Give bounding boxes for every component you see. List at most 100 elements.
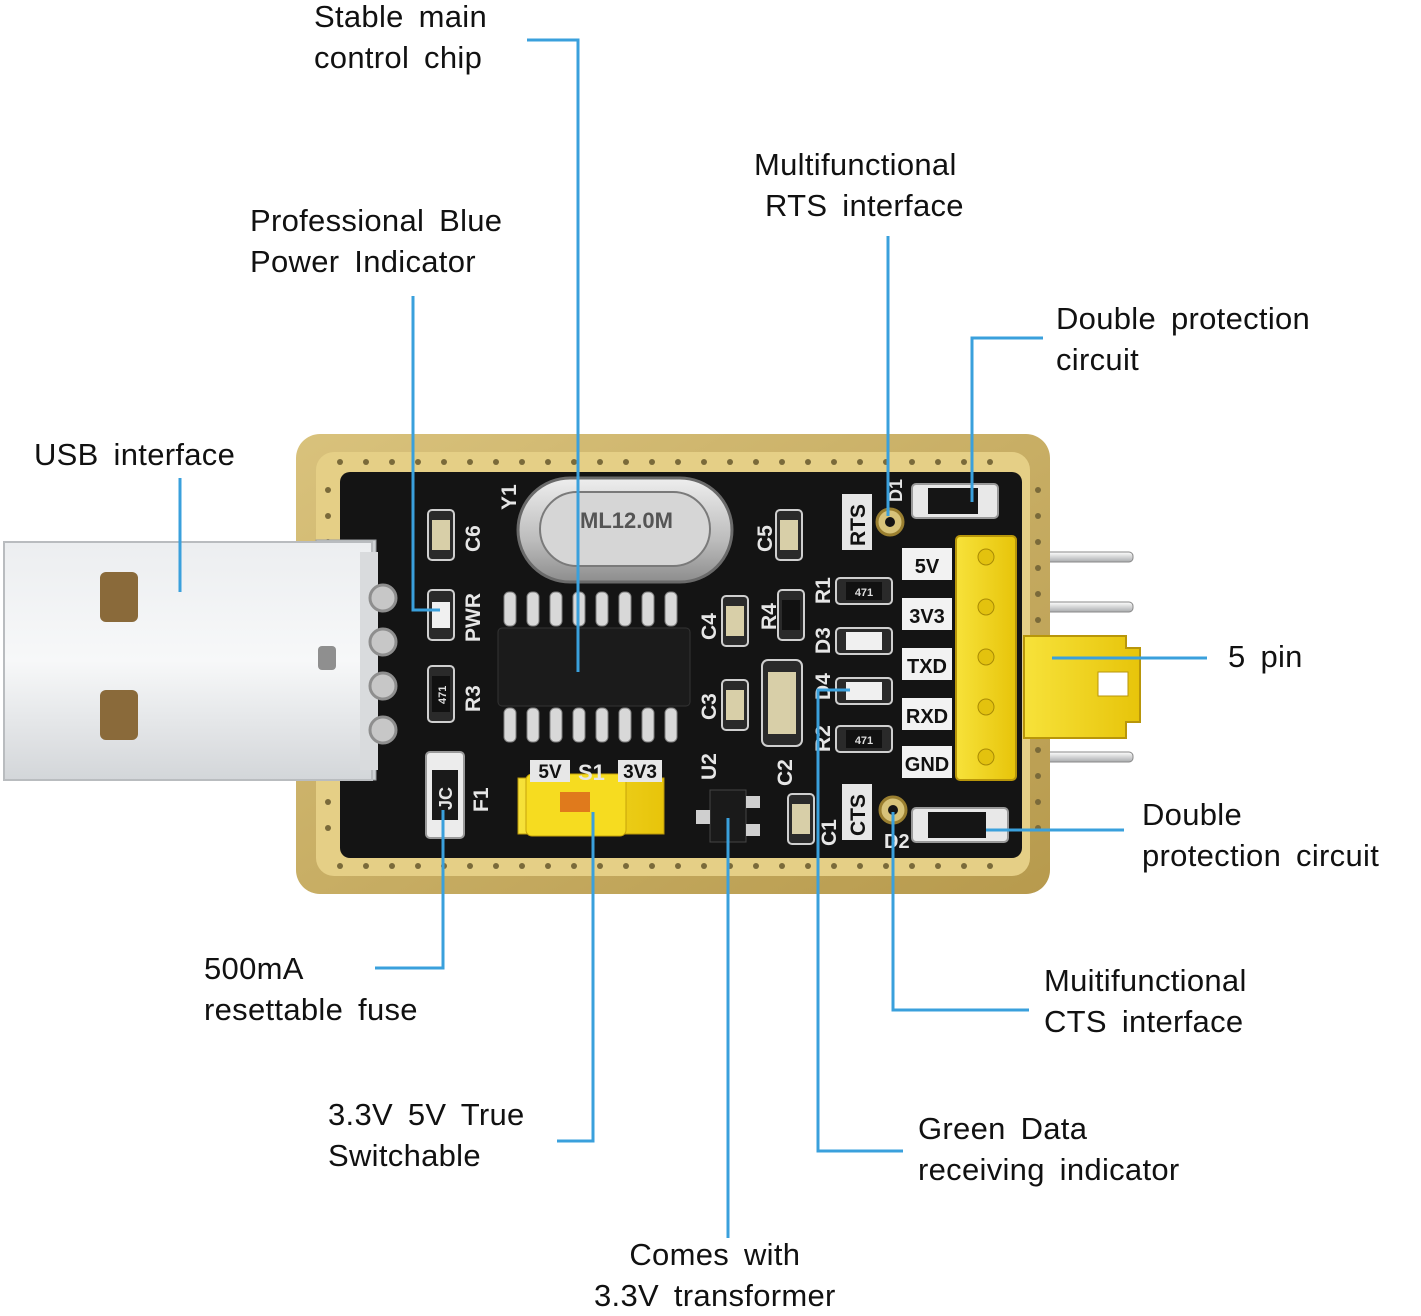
chip-pin bbox=[664, 707, 678, 743]
via bbox=[623, 459, 629, 465]
callout-rts-line2: RTS interface bbox=[765, 188, 964, 223]
chip-pin bbox=[664, 591, 678, 627]
callout-switchable: 3.3V 5V True Switchable bbox=[328, 1094, 525, 1176]
callout-green-data-line1: Green Data bbox=[918, 1111, 1088, 1146]
via bbox=[753, 459, 759, 465]
leader-green-data bbox=[816, 688, 903, 1153]
silk-r2: R2 bbox=[812, 725, 835, 752]
silk-c5: C5 bbox=[754, 525, 777, 552]
callout-cts: Muitifunctional CTS interface bbox=[1044, 960, 1247, 1042]
silk-r3: R3 bbox=[462, 685, 485, 712]
callout-fuse-line2: resettable fuse bbox=[204, 992, 418, 1027]
via bbox=[337, 863, 343, 869]
chip-pin bbox=[503, 591, 517, 627]
silk-c6: C6 bbox=[462, 525, 485, 552]
callout-transformer: Comes with 3.3V transformer bbox=[594, 1234, 836, 1316]
via bbox=[727, 459, 733, 465]
leader-protection-top bbox=[970, 336, 1043, 502]
via bbox=[779, 863, 785, 869]
silk-r1-value: 471 bbox=[855, 587, 873, 599]
via bbox=[415, 459, 421, 465]
via bbox=[701, 459, 707, 465]
via bbox=[649, 459, 655, 465]
via bbox=[753, 863, 759, 869]
via bbox=[857, 863, 863, 869]
chip-pin bbox=[641, 707, 655, 743]
voltage-switch bbox=[517, 760, 665, 837]
callout-five-pin: 5 pin bbox=[1228, 636, 1303, 677]
callout-switchable-line1: 3.3V 5V True bbox=[328, 1097, 525, 1132]
usb-solder-pads bbox=[368, 583, 398, 745]
via bbox=[649, 863, 655, 869]
silk-d3: D3 bbox=[812, 627, 835, 654]
via bbox=[545, 459, 551, 465]
leader-switchable bbox=[557, 812, 595, 1143]
callout-green-data-line2: receiving indicator bbox=[918, 1152, 1180, 1187]
via bbox=[961, 459, 967, 465]
via bbox=[597, 863, 603, 869]
via bbox=[1035, 773, 1041, 779]
smd-components bbox=[425, 483, 1009, 845]
via bbox=[467, 863, 473, 869]
pin-label-boxes bbox=[902, 548, 952, 778]
chip-pin bbox=[549, 707, 563, 743]
callout-transformer-line1: Comes with bbox=[629, 1237, 801, 1272]
chip-pin bbox=[641, 591, 655, 627]
silk-f1: F1 bbox=[470, 787, 493, 812]
via bbox=[467, 459, 473, 465]
chip-pin bbox=[526, 707, 540, 743]
via bbox=[545, 863, 551, 869]
callout-protection-bottom-line1: Double bbox=[1142, 797, 1243, 832]
via bbox=[935, 863, 941, 869]
via bbox=[1035, 799, 1041, 805]
via bbox=[325, 513, 331, 519]
via bbox=[1035, 747, 1041, 753]
silk-c1: C1 bbox=[818, 819, 841, 846]
via bbox=[805, 863, 811, 869]
silk-d2: D2 bbox=[884, 831, 910, 853]
callout-cts-line2: CTS interface bbox=[1044, 1004, 1244, 1039]
usb-plug bbox=[3, 539, 378, 781]
via bbox=[597, 459, 603, 465]
silk-r4: R4 bbox=[758, 603, 781, 630]
chip-pin bbox=[618, 707, 632, 743]
via bbox=[987, 459, 993, 465]
via bbox=[1035, 487, 1041, 493]
callout-blue-power: Professional Blue Power Indicator bbox=[250, 200, 502, 282]
callout-rts-line1: Multifunctional bbox=[754, 147, 957, 182]
via bbox=[831, 459, 837, 465]
via bbox=[519, 863, 525, 869]
callout-stable-chip-line2: control chip bbox=[314, 40, 483, 75]
silk-r3-value: 471 bbox=[437, 686, 449, 704]
via bbox=[987, 863, 993, 869]
via bbox=[831, 863, 837, 869]
via bbox=[1035, 617, 1041, 623]
silk-d1: D1 bbox=[886, 479, 906, 502]
via bbox=[571, 459, 577, 465]
callout-switchable-line2: Switchable bbox=[328, 1138, 481, 1173]
leader-blue-power bbox=[411, 296, 440, 612]
via bbox=[805, 459, 811, 465]
silk-jc: JC bbox=[436, 787, 456, 810]
via bbox=[675, 863, 681, 869]
callout-protection-top-line1: Double protection bbox=[1056, 301, 1311, 336]
silk-u2: U2 bbox=[698, 753, 721, 780]
callout-protection-bottom: Double protection circuit bbox=[1142, 794, 1379, 876]
callout-rts: Multifunctional RTS interface bbox=[754, 144, 964, 226]
chip-pin bbox=[549, 591, 563, 627]
via bbox=[389, 863, 395, 869]
chip-pin bbox=[595, 591, 609, 627]
crystal-oscillator bbox=[516, 476, 734, 584]
via bbox=[363, 863, 369, 869]
callout-protection-top-line2: circuit bbox=[1056, 342, 1140, 377]
callout-blue-power-line2: Power Indicator bbox=[250, 244, 476, 279]
silk-c2: C2 bbox=[774, 759, 797, 786]
silk-y1: Y1 bbox=[498, 484, 521, 510]
via bbox=[935, 459, 941, 465]
chip-pin bbox=[503, 707, 517, 743]
silk-s1: S1 bbox=[578, 760, 605, 785]
via bbox=[909, 459, 915, 465]
callout-stable-chip: Stable main control chip bbox=[314, 0, 487, 78]
silk-c4: C4 bbox=[698, 613, 721, 640]
pin-label-5v: 5V bbox=[915, 556, 940, 578]
